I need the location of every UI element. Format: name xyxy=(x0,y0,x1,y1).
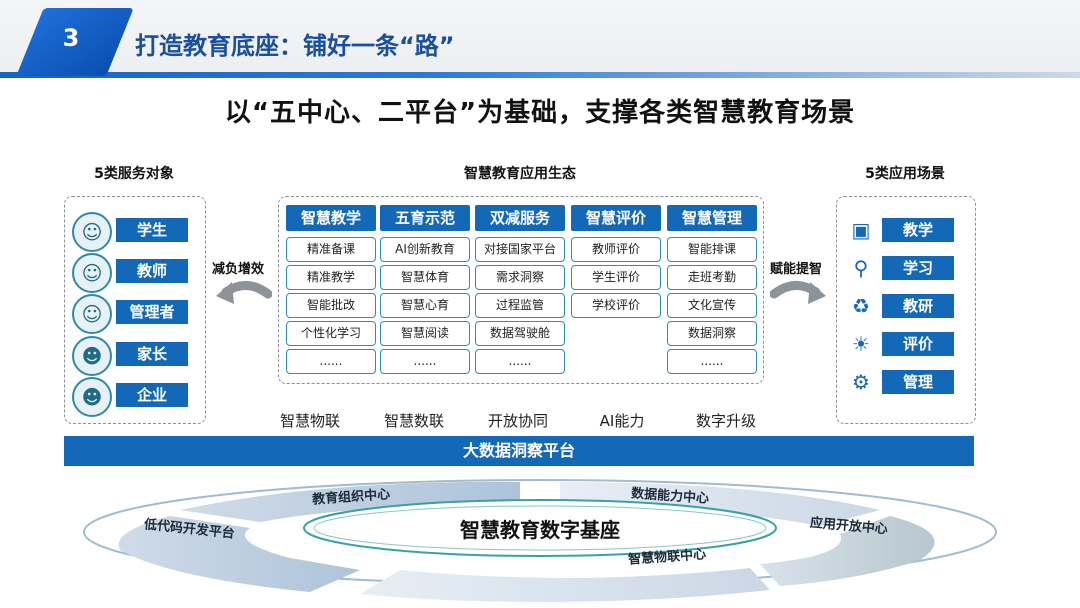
ecosystem-cell: 学校评价 xyxy=(571,293,661,318)
student-icon: ☺ xyxy=(72,212,112,252)
digital-base-ring xyxy=(83,479,997,602)
capability-label: 数字升级 xyxy=(695,412,756,430)
ecosystem-cell: ...... xyxy=(475,349,565,374)
column-head-five-education: 五育示范 xyxy=(380,205,470,231)
capability-label: AI能力 xyxy=(599,412,645,430)
right-curved-arrow-icon xyxy=(770,281,826,304)
ecosystem-cell: 对接国家平台 xyxy=(475,237,565,262)
scene-label: 管理 xyxy=(882,370,954,394)
ecosystem-cell: 文化宣传 xyxy=(667,293,757,318)
ecosystem-cell: ...... xyxy=(667,349,757,374)
ecosystem-cell: 个性化学习 xyxy=(286,321,376,346)
header-bar xyxy=(0,0,1080,78)
capability-label: 智慧物联 xyxy=(279,412,340,430)
ecosystem-cell: 数据洞察 xyxy=(667,321,757,346)
ecosystem-cell: 智能批改 xyxy=(286,293,376,318)
column-head-smart-management: 智慧管理 xyxy=(667,205,757,231)
column-head-smart-evaluation: 智慧评价 xyxy=(571,205,661,231)
ecosystem-cell: 走班考勤 xyxy=(667,265,757,290)
ecosystem-cell: 过程监管 xyxy=(475,293,565,318)
ecosystem-cell: 智慧体育 xyxy=(380,265,470,290)
left-arrow-label: 减负增效 xyxy=(212,262,265,277)
big-data-platform-bar: 大数据洞察平台 xyxy=(64,436,974,466)
ecosystem-cell: 需求洞察 xyxy=(475,265,565,290)
scene-label: 教学 xyxy=(882,218,954,242)
ecosystem-cell: 精准教学 xyxy=(286,265,376,290)
service-object-label: 企业 xyxy=(116,383,188,407)
capability-label: 智慧数联 xyxy=(383,412,444,430)
header-accent-line xyxy=(0,72,1080,78)
service-object-parent: ☻ 家长 xyxy=(70,336,200,376)
recycle-icon: ♻ xyxy=(852,294,870,318)
ecosystem-cell: 智慧阅读 xyxy=(380,321,470,346)
service-object-manager: ☺ 管理者 xyxy=(70,294,200,334)
capability-label: 开放协同 xyxy=(487,412,548,430)
search-icon: ⚲ xyxy=(853,256,869,280)
ecosystem-cell: 精准备课 xyxy=(286,237,376,262)
ecosystem-cell: 智能排课 xyxy=(667,237,757,262)
ecosystem-cell: ...... xyxy=(286,349,376,374)
teaching-icon: ▣ xyxy=(851,218,871,242)
service-object-enterprise: ☻ 企业 xyxy=(70,377,200,417)
ecosystem-cell: ...... xyxy=(380,349,470,374)
gears-icon: ⚙ xyxy=(852,370,870,394)
ecosystem-cell: 数据驾驶舱 xyxy=(475,321,565,346)
subtitle: 以“五中心、二平台”为基础，支撑各类智慧教育场景 xyxy=(224,98,856,128)
enterprise-icon: ☻ xyxy=(72,377,112,417)
ecosystem-cell: 学生评价 xyxy=(571,265,661,290)
service-object-label: 家长 xyxy=(116,342,188,366)
column-head-smart-teaching: 智慧教学 xyxy=(286,205,376,231)
page-title: 打造教育底座：铺好一条“路” xyxy=(135,32,455,60)
ecosystem-cell: 智慧心育 xyxy=(380,293,470,318)
service-object-label: 教师 xyxy=(116,259,188,283)
digital-base-title: 智慧教育数字基座 xyxy=(460,518,620,542)
column-head-double-reduction: 双减服务 xyxy=(475,205,565,231)
service-object-label: 学生 xyxy=(116,218,188,242)
scene-label: 学习 xyxy=(882,256,954,280)
section-number: 3 xyxy=(62,24,80,52)
service-object-student: ☺ 学生 xyxy=(70,212,200,252)
ecosystem-cell: AI创新教育 xyxy=(380,237,470,262)
right-arrow-label: 赋能提智 xyxy=(770,262,823,277)
left-curved-arrow-icon xyxy=(216,281,272,304)
left-panel-title: 5类服务对象 xyxy=(94,166,174,182)
service-object-teacher: ☺ 教师 xyxy=(70,253,200,293)
scene-label: 评价 xyxy=(882,332,954,356)
right-panel-title: 5类应用场景 xyxy=(865,166,945,182)
parent-icon: ☻ xyxy=(72,336,112,376)
teacher-icon: ☺ xyxy=(72,253,112,293)
center-panel-title: 智慧教育应用生态 xyxy=(464,166,576,182)
manager-icon: ☺ xyxy=(72,294,112,334)
scene-label: 教研 xyxy=(882,294,954,318)
ecosystem-cell: 教师评价 xyxy=(571,237,661,262)
lightbulb-icon: ☀ xyxy=(852,332,870,356)
service-object-label: 管理者 xyxy=(116,300,188,324)
